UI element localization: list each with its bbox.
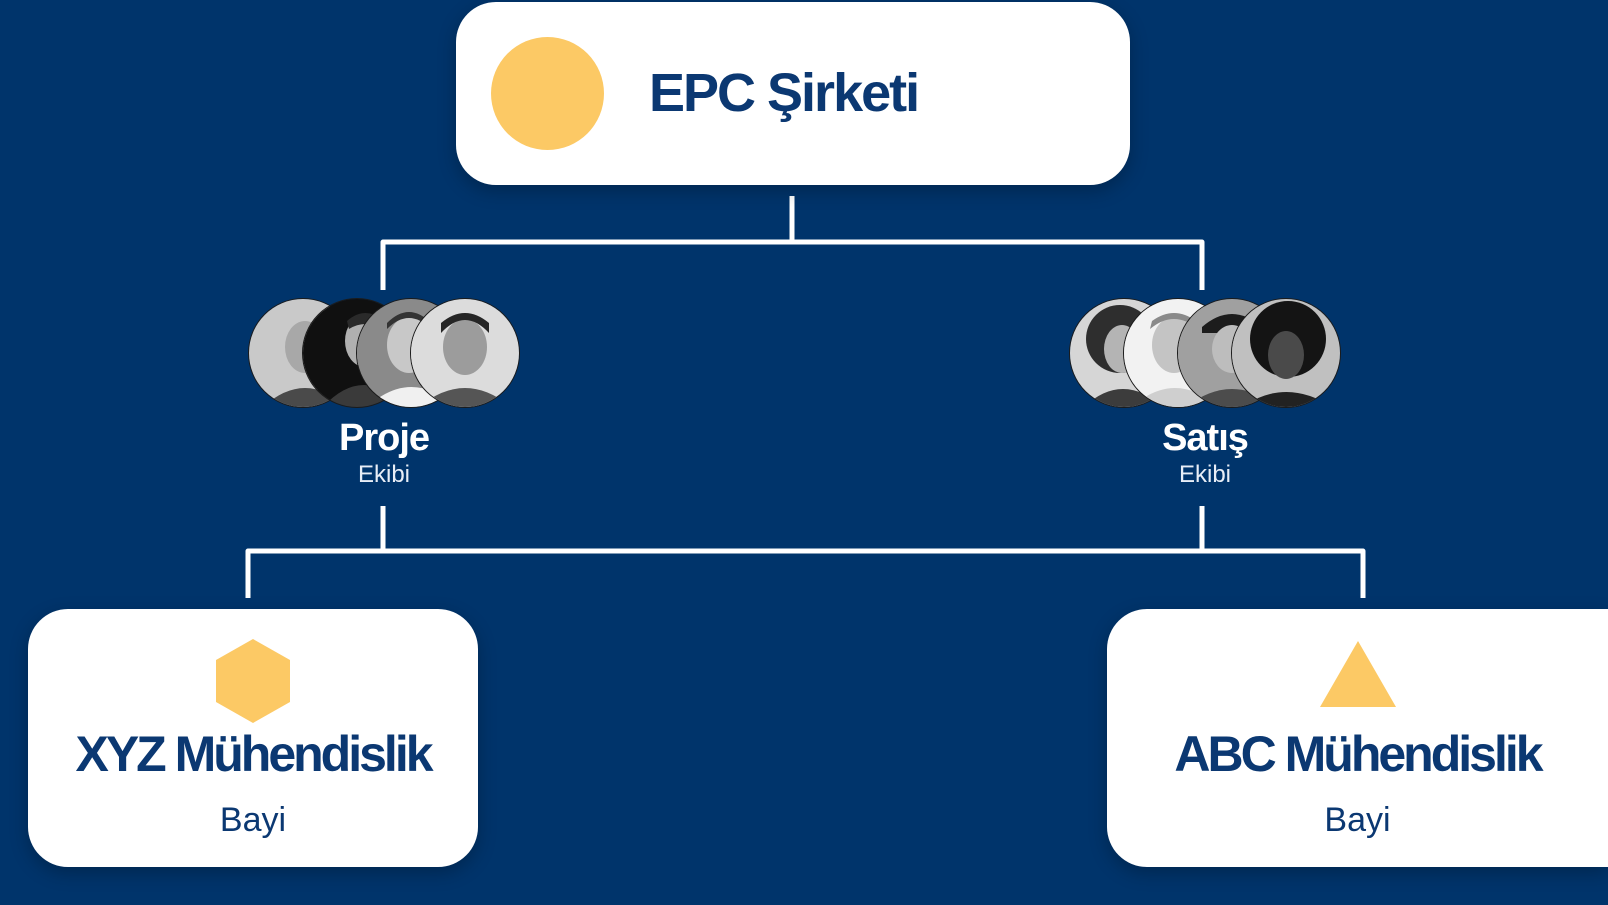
avatar (410, 298, 520, 408)
connector-teams-to-dealers (245, 506, 1366, 598)
dealer-subtitle: Bayi (219, 801, 287, 839)
hexagon-icon (216, 639, 290, 723)
dealer-node-xyz: XYZ Mühendislik Bayi (28, 609, 478, 867)
dealer-subtitle: Bayi (1324, 801, 1391, 839)
triangle-icon (1319, 641, 1396, 707)
team-subtitle: Ekibi (1178, 461, 1232, 488)
company-name: EPC Şirketi (649, 63, 920, 123)
team-label-proje: Proje Ekibi (254, 416, 514, 490)
company-logo-circle (491, 37, 604, 150)
dealer-name: XYZ Mühendislik (75, 726, 433, 782)
team-subtitle: Ekibi (357, 461, 411, 488)
company-node: EPC Şirketi (456, 2, 1130, 185)
team-label-satis: Satış Ekibi (1075, 416, 1335, 490)
dealer-node-abc: ABC Mühendislik Bayi (1107, 609, 1608, 867)
team-name: Proje (338, 417, 430, 459)
team-name: Satış (1162, 417, 1249, 459)
dealer-name: ABC Mühendislik (1174, 726, 1543, 782)
avatar (1231, 298, 1341, 408)
connector-company-to-teams (380, 196, 1205, 290)
